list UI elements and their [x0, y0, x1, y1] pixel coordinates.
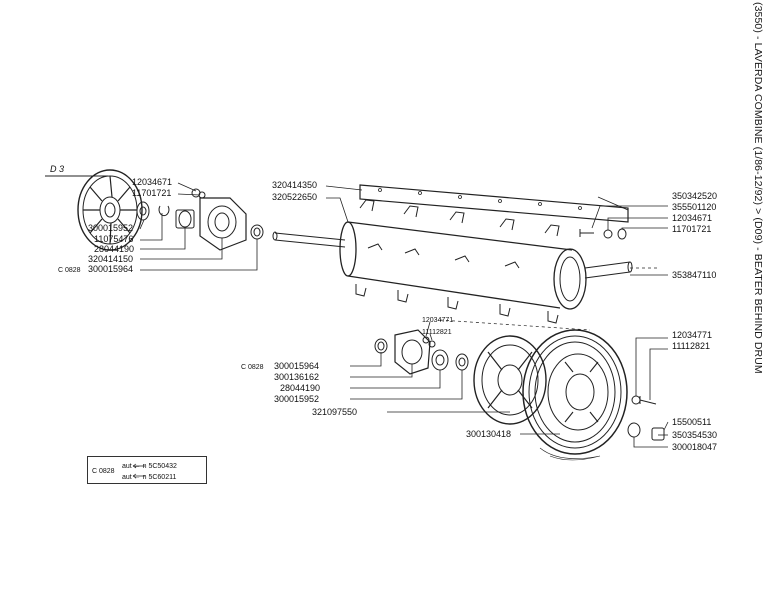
serial-box-arrows — [132, 463, 145, 479]
part-label-11075476: 11075476 — [94, 234, 133, 244]
serial-box-line-1: aut ← n 5C50432 — [122, 463, 177, 470]
part-label-28044190-b: 28044190 — [280, 383, 320, 393]
part-label-300130418: 300130418 — [466, 429, 511, 439]
serial-box-code: C 0828 — [92, 468, 115, 475]
part-label-12034671-b: 12034671 — [672, 213, 712, 223]
part-label-300018047: 300018047 — [672, 442, 717, 452]
drum-leader-lines — [325, 185, 668, 276]
part-label-321097550: 321097550 — [312, 407, 357, 417]
group-ref-label: D 3 — [50, 164, 64, 174]
lower-hub-assembly — [374, 329, 665, 461]
lower-leader-lines — [350, 321, 669, 448]
serial-reference-box — [87, 456, 207, 484]
part-label-12034771-b: 12034771 — [672, 330, 712, 340]
part-label-300136162: 300136162 — [274, 372, 319, 382]
part-label-11112821-b: 11112821 — [672, 341, 710, 351]
part-label-320522650: 320522650 — [272, 192, 317, 202]
part-label-300015952-a: 300015952 — [88, 223, 133, 233]
beater-drum — [272, 184, 633, 324]
part-label-300015952-b: 300015952 — [274, 394, 319, 404]
part-label-320414350: 320414350 — [272, 180, 317, 190]
part-label-12034771-a: 12034771 — [422, 317, 453, 324]
part-label-300015964-a: 300015964 — [88, 264, 133, 274]
part-label-350342520: 350342520 — [672, 191, 717, 201]
part-label-355501120: 355501120 — [672, 202, 716, 212]
c0828-label-b: C 0828 — [241, 364, 264, 371]
left-pulley-assembly — [45, 169, 264, 251]
part-label-353847110: 353847110 — [672, 270, 716, 280]
part-label-350354530: 350354530 — [672, 430, 717, 440]
part-label-12034671-a: 12034671 — [132, 177, 172, 187]
part-label-11701721-b: 11701721 — [672, 224, 711, 234]
part-label-300015964-b: 300015964 — [274, 361, 319, 371]
dashed-alignment-lines — [439, 267, 660, 331]
part-label-320414150: 320414150 — [88, 254, 133, 264]
part-label-28044190-a: 28044190 — [94, 244, 134, 254]
c0828-label-a: C 0828 — [58, 267, 81, 274]
left-leader-lines — [139, 182, 258, 271]
part-label-11112821-a: 11112821 — [422, 329, 452, 336]
diagram-caption: (3550) - LAVERDA COMBINE (1/86-12/92) > … — [752, 2, 764, 374]
part-label-11701721-a: 11701721 — [132, 188, 171, 198]
part-label-15500511: 15500511 — [672, 417, 711, 427]
serial-box-line-2: aut ← n 5C60211 — [122, 474, 176, 481]
